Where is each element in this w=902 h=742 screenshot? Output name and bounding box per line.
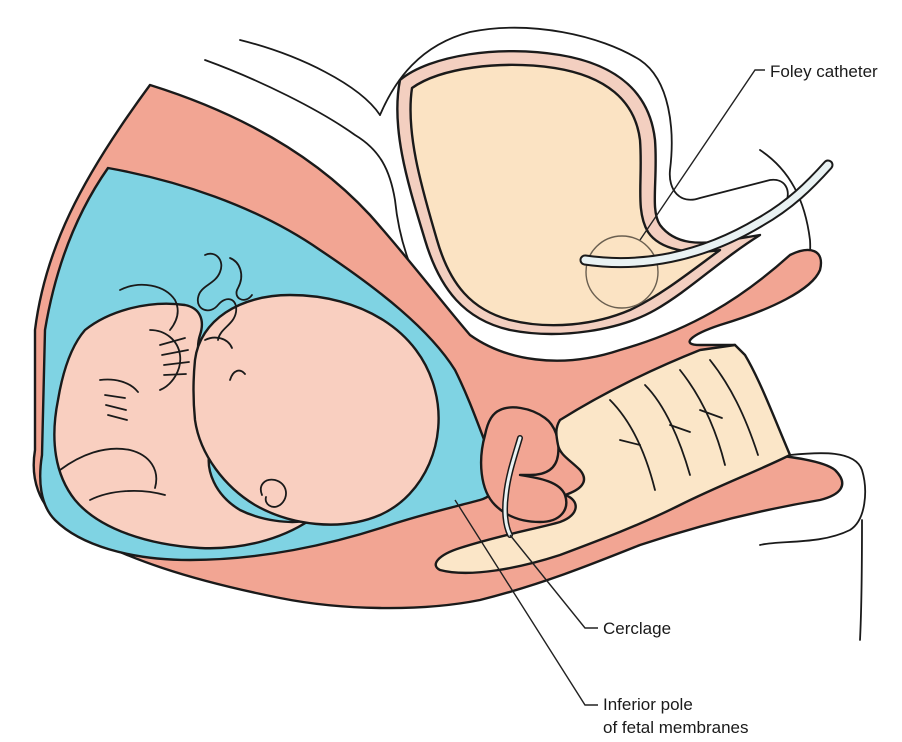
membranes-label-line1: Inferior pole [603, 695, 693, 714]
foley-catheter-label: Foley catheter [770, 62, 878, 81]
foley-leader [640, 70, 765, 240]
cerclage-label: Cerclage [603, 619, 671, 638]
membranes-label-line2: of fetal membranes [603, 718, 749, 737]
